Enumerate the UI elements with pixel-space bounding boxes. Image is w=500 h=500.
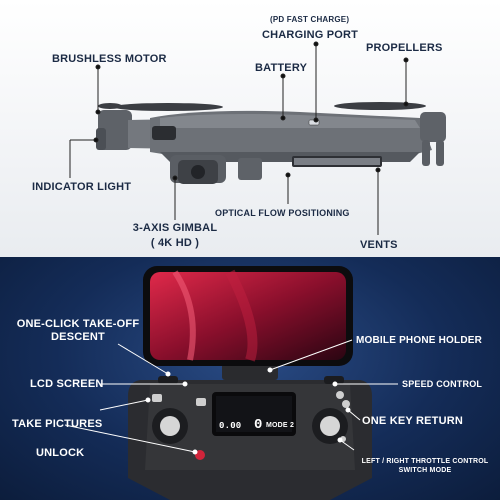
takeoff-button (158, 376, 178, 384)
lcd-left-digits: 0.00 (219, 421, 242, 431)
lcd-mid-digit: 0 (254, 417, 263, 433)
label-one-click-takeoff-1: ONE-CLICK TAKE-OFF (16, 318, 140, 330)
left-motor (98, 110, 132, 150)
photo-button (152, 394, 162, 402)
label-vents: VENTS (360, 239, 398, 251)
speed-button (336, 391, 344, 399)
label-gimbal-res: ( 4K HD ) (150, 237, 200, 249)
label-charging-port: CHARGING PORT (262, 29, 359, 41)
return-button (342, 400, 350, 408)
label-throttle-1: LEFT / RIGHT THROTTLE CONTROL (361, 458, 489, 465)
label-one-click-takeoff-2: DESCENT (51, 331, 105, 343)
right-propeller (334, 102, 426, 110)
unlock-button (195, 450, 205, 460)
label-battery: BATTERY (255, 62, 308, 74)
label-propellers: PROPELLERS (366, 42, 443, 54)
label-optical-flow: OPTICAL FLOW POSITIONING (215, 208, 350, 218)
label-unlock: UNLOCK (36, 447, 85, 459)
label-take-pictures: TAKE PICTURES (12, 418, 103, 430)
label-lcd-screen: LCD SCREEN (30, 378, 104, 390)
label-one-key-return: ONE KEY RETURN (362, 415, 463, 427)
label-indicator-light: INDICATOR LIGHT (32, 181, 132, 193)
label-brushless-motor: BRUSHLESS MOTOR (52, 53, 167, 65)
label-throttle-2: SWITCH MODE (398, 467, 452, 474)
left-propeller (113, 103, 223, 111)
label-gimbal: 3-AXIS GIMBAL (132, 222, 218, 234)
right-motor (420, 112, 446, 142)
label-charging-note: (PD FAST CHARGE) (270, 15, 350, 24)
drone-illustration (69, 41, 446, 235)
lcd-mode: MODE 2 (266, 422, 295, 429)
label-speed-control: SPEED CONTROL (402, 379, 483, 389)
label-mobile-holder: MOBILE PHONE HOLDER (356, 335, 483, 346)
